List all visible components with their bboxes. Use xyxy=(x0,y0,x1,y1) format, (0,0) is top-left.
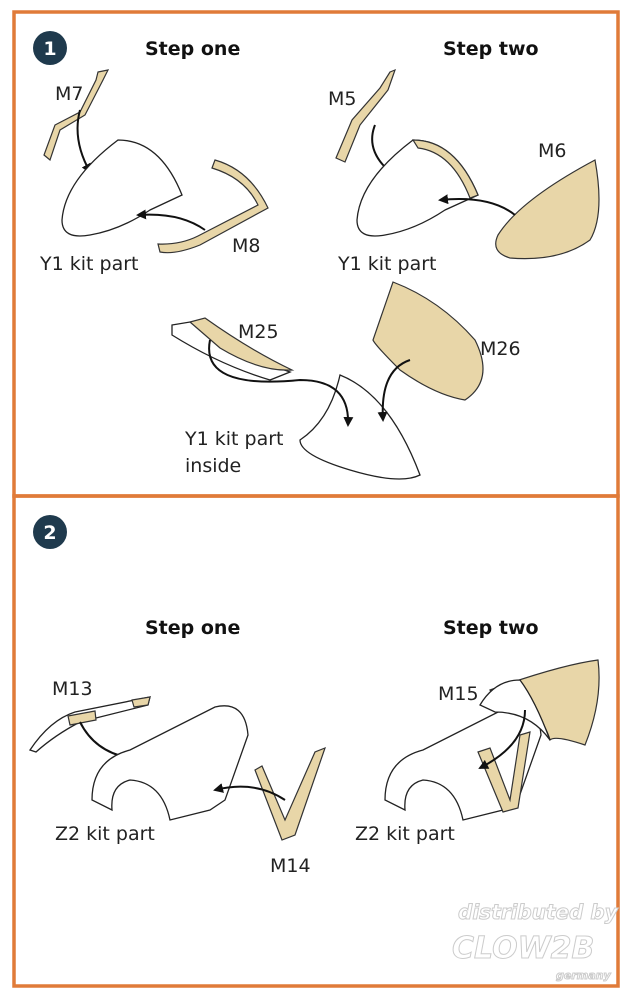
mask-m13 xyxy=(67,696,151,726)
label-m14: M14 xyxy=(270,855,311,877)
watermark-line3: germany xyxy=(556,969,611,982)
distributor-watermark: distributed by CLOW2B germany xyxy=(452,900,620,983)
label-m25: M25 xyxy=(238,321,279,343)
arrow-m7 xyxy=(76,109,91,174)
mask-m5-applied xyxy=(411,139,479,199)
mask-m13-backing xyxy=(28,696,151,753)
step-badge-2-number: 2 xyxy=(43,522,56,544)
label-m8: M8 xyxy=(232,235,260,257)
mask-m14 xyxy=(254,746,326,841)
step-badge-1 xyxy=(33,31,67,65)
arrow-m8 xyxy=(136,209,206,231)
section2-frame xyxy=(12,494,620,988)
label-z2-kit-part-step2: Z2 kit part xyxy=(355,823,455,845)
mask-m14-applied xyxy=(477,731,531,813)
mask-m26 xyxy=(372,281,484,401)
label-m15: M15 xyxy=(438,683,479,705)
label-m7: M7 xyxy=(55,83,83,105)
label-y1-kit-part-step2: Y1 kit part xyxy=(337,253,436,275)
mask-m6 xyxy=(495,159,600,260)
mask-m8 xyxy=(157,159,269,254)
arrow-m26 xyxy=(377,359,411,422)
arrow-m14 xyxy=(213,783,286,801)
mask-m25 xyxy=(188,317,295,371)
label-m13: M13 xyxy=(52,678,93,700)
label-m6: M6 xyxy=(538,140,566,162)
kit-part-z2 xyxy=(91,705,249,821)
step-two-title: Step two xyxy=(443,38,539,60)
step-two-title-2: Step two xyxy=(443,617,539,639)
label-y1-kit-part-inside-2: inside xyxy=(185,455,241,477)
mask-m15-backing xyxy=(479,679,551,741)
step-badge-1-number: 1 xyxy=(43,38,56,60)
kit-part-y1-inside xyxy=(299,374,421,480)
label-m26: M26 xyxy=(480,338,521,360)
label-m5: M5 xyxy=(328,88,356,110)
arrow-m15 xyxy=(478,709,526,769)
label-y1-kit-part-inside-1: Y1 kit part xyxy=(184,428,283,450)
watermark-line1: distributed by xyxy=(458,900,619,924)
label-y1-kit-part: Y1 kit part xyxy=(39,253,138,275)
step-one-title: Step one xyxy=(145,38,240,60)
step-one-title-2: Step one xyxy=(145,617,240,639)
mask-m7 xyxy=(43,69,110,162)
arrow-m25 xyxy=(208,339,354,427)
mask-m5 xyxy=(335,68,397,163)
arrow-m6 xyxy=(438,194,516,216)
watermark-line2: CLOW2B xyxy=(452,931,594,966)
kit-part-y1 xyxy=(61,139,183,237)
label-z2-kit-part: Z2 kit part xyxy=(55,823,155,845)
step-badge-2 xyxy=(33,515,67,549)
